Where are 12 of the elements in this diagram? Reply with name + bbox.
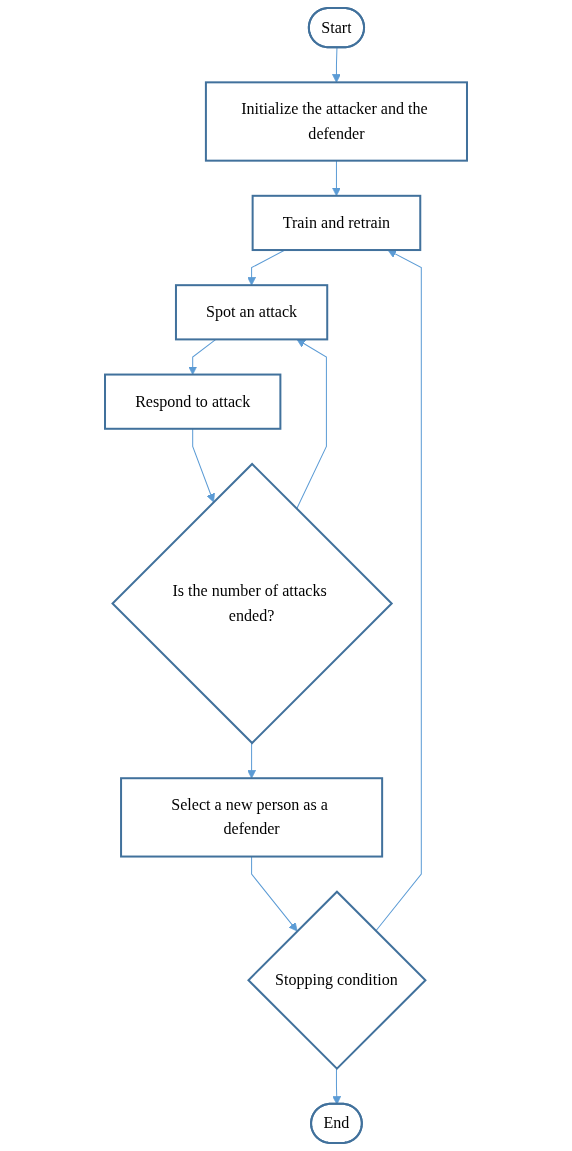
arrow [192, 428, 215, 503]
node-box: Spot an attack [174, 284, 329, 341]
arrow [247, 742, 256, 779]
node-diamond: Stopping condition [247, 890, 427, 1071]
node-diamond: Is the number of attacks ended? [111, 462, 394, 745]
node-box: Initialize the attacker and the defender [204, 81, 468, 162]
node-box: Select a new person as a defender [120, 777, 384, 858]
node-box: Train and retrain [251, 194, 422, 252]
arrow [296, 339, 327, 510]
arrow [251, 856, 298, 932]
arrow [332, 47, 341, 83]
node-box: Respond to attack [104, 373, 282, 430]
